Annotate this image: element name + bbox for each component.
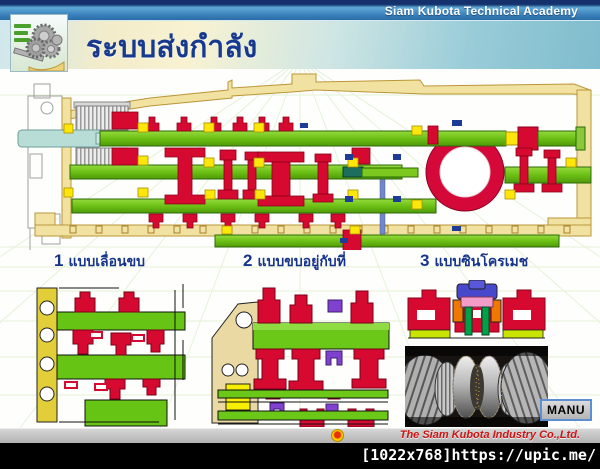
title-band (0, 21, 600, 69)
section-2-text: แบบขบอยู่กับที่ (257, 253, 346, 269)
synchromesh-photo (397, 346, 554, 427)
gearbox-housing (34, 73, 592, 239)
top-bar: Siam Kubota Technical Academy (0, 0, 600, 21)
footer-bar (0, 428, 600, 443)
section-3-text: แบบซินโครเมช (434, 253, 529, 269)
section-1-number: 1 (54, 251, 64, 270)
gear-cluster-thumbnail[interactable] (10, 14, 68, 72)
academy-title: Siam Kubota Technical Academy (384, 4, 578, 18)
panel-constant-mesh (211, 287, 390, 427)
section-3-number: 3 (420, 251, 430, 270)
manu-button[interactable]: MANU (540, 399, 592, 421)
section-2-number: 2 (243, 251, 253, 270)
clips-navy (300, 120, 462, 243)
spacers-yellow (63, 122, 577, 235)
gears-red (111, 111, 563, 250)
image-caption: [1022x768]https://upic.me/ (361, 446, 596, 464)
section-1-text: แบบเลื่อนขบ (68, 253, 146, 269)
ring-gear (425, 132, 505, 212)
kubota-sun-logo-icon (331, 429, 344, 442)
shafts (17, 126, 592, 248)
caption-bar (0, 443, 600, 469)
company-name: The Siam Kubota Industry Co.,Ltd. (399, 429, 580, 441)
gear-cluster-icon (13, 23, 65, 72)
panel-sliding-mesh (36, 284, 186, 427)
panel-synchromesh (407, 280, 546, 339)
transmission-diagram (17, 73, 592, 250)
page-title: ระบบส่งกำลัง (86, 31, 258, 64)
